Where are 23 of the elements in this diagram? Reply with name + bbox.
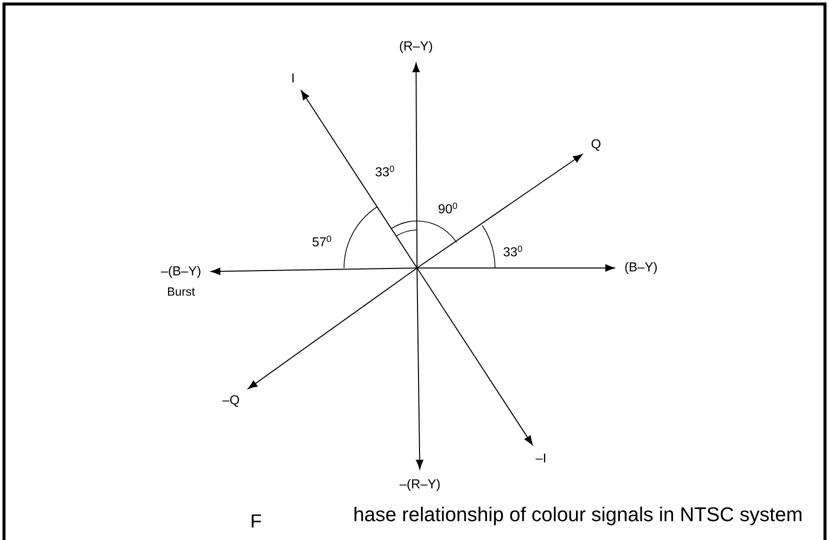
axis-note: Burst <box>168 287 195 296</box>
arrow <box>210 267 418 275</box>
caption-fragment: F <box>252 514 262 528</box>
arrow <box>300 90 418 268</box>
angle-label: 90$^{0}$ <box>438 202 458 214</box>
arrow <box>248 267 418 389</box>
axis-label: –(B–Y) <box>160 266 200 278</box>
axis-label: –Q <box>222 395 240 407</box>
caption: hase relationship of colour signals in NTSC system <box>354 506 802 526</box>
axis-label: –(R–Y) <box>400 478 440 492</box>
angle-label: 57$^{0}$ <box>312 236 332 246</box>
arrow <box>416 264 615 272</box>
axis-label: (R–Y) <box>400 40 432 54</box>
angle-label: 33$^{0}$ <box>376 166 394 176</box>
arrow <box>416 154 583 268</box>
arrow <box>416 267 533 446</box>
axis-label: –I <box>536 454 546 462</box>
axis-label: (B–Y) <box>625 262 657 274</box>
axis-label: I <box>292 74 294 82</box>
angle-label: 33$^{0}$ <box>504 246 522 256</box>
arrow <box>416 267 424 470</box>
axis-label: Q <box>592 139 600 151</box>
arrow <box>412 62 420 268</box>
